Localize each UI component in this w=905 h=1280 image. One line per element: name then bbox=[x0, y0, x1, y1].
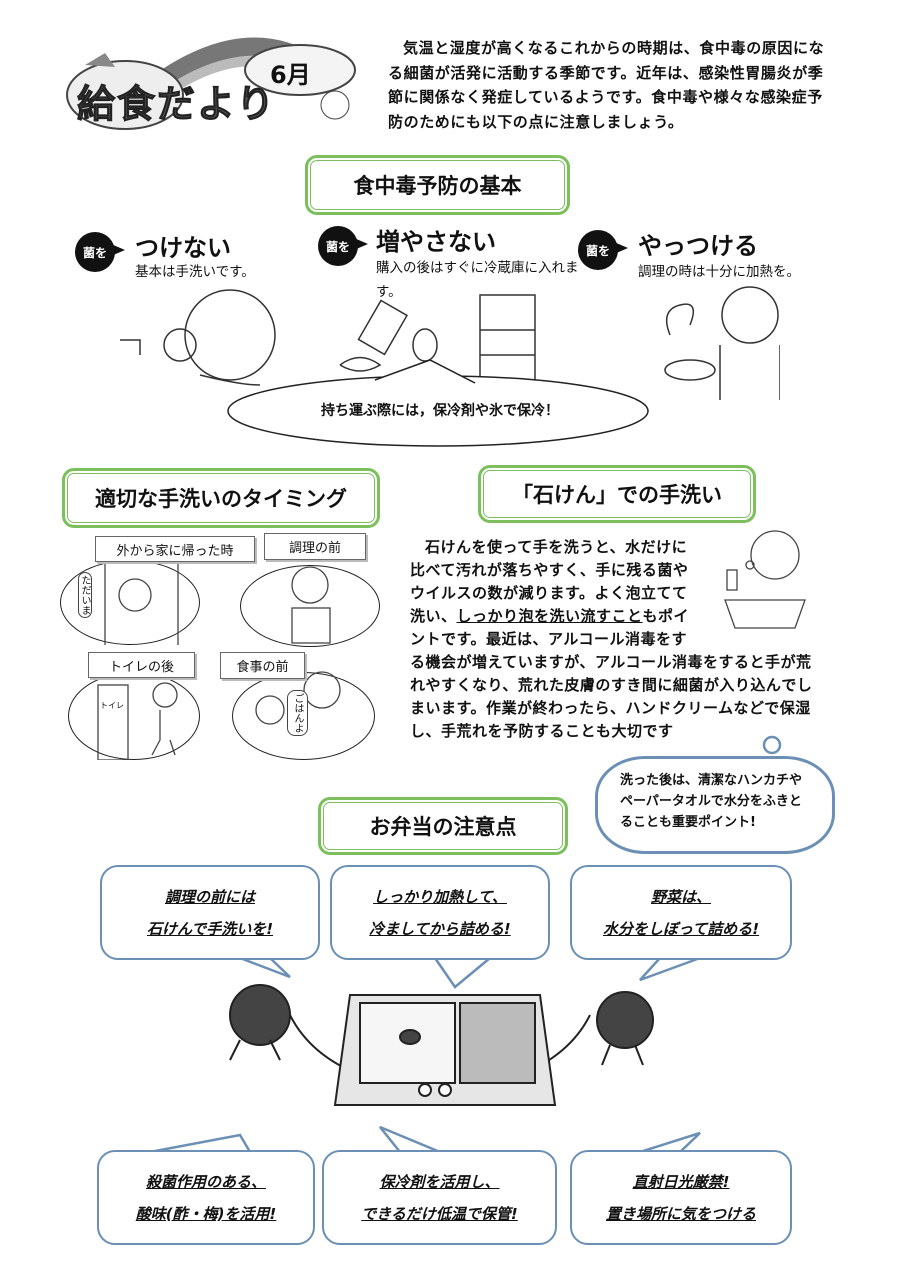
badge: 菌を bbox=[75, 232, 125, 272]
cooking-boy-illustration bbox=[664, 286, 780, 400]
section-title-timing: 適切な手洗いのタイミング bbox=[62, 468, 380, 528]
balloon-text: 持ち運ぶ際には，保冷剤や氷で保冷！ bbox=[321, 403, 559, 419]
timing-illustrations bbox=[97, 560, 341, 760]
logo-title: 給食だより bbox=[76, 82, 277, 127]
speech-tadaima: ただいま bbox=[78, 572, 92, 618]
section-title-basics: 食中毒予防の基本 bbox=[305, 155, 570, 215]
door-sign: トイレ bbox=[100, 701, 124, 710]
heading-kill: やっつける bbox=[638, 232, 758, 260]
newsletter-logo: 給食だより 6月 bbox=[65, 25, 375, 135]
text-kill: 調理の時は十分に加熱を。 bbox=[638, 264, 800, 280]
logo-month: 6月 bbox=[270, 61, 311, 89]
rainbow-cloud-illustration bbox=[66, 37, 356, 130]
speech-gohanyo: ごはんよ bbox=[287, 690, 308, 736]
badge: 菌を bbox=[578, 230, 628, 270]
basics-illustrations bbox=[120, 286, 780, 400]
label-before-cooking: 調理の前 bbox=[264, 533, 366, 560]
tip-bubble-acidity: 殺菌作用のある、酸味(酢・梅)を活用! bbox=[97, 1150, 315, 1245]
text-dont-multiply: 購入の後はすぐに冷蔵庫に入れます。 bbox=[376, 260, 579, 300]
tip-bubble-cooling: 保冷剤を活用し、できるだけ低温で保管! bbox=[322, 1150, 557, 1245]
scene-before-cooking bbox=[240, 565, 380, 647]
soap-body-text: 石けんを使って手を洗うと、水だけに 比べて汚れが落ちやすく、手に残る菌や ウイル… bbox=[410, 538, 813, 740]
label-before-meal: 食事の前 bbox=[220, 652, 305, 679]
tip-bubble-heat: しっかり加熱して、冷ましてから詰める! bbox=[330, 865, 550, 960]
scene-after-toilet bbox=[68, 672, 200, 760]
handwashing-girl-illustration bbox=[120, 289, 276, 386]
tip-bubble-sunlight: 直射日光厳禁!置き場所に気をつける bbox=[570, 1150, 792, 1245]
heading-dont-attach: つけない bbox=[135, 234, 231, 262]
label-after-toilet: トイレの後 bbox=[88, 652, 195, 678]
intro-text: 気温と湿度が高くなるこれからの時期は、食中毒の原因になる細菌が活発に活動する季節… bbox=[388, 39, 825, 131]
badge: 菌を bbox=[318, 226, 368, 266]
tip-bubble-vegetables: 野菜は、水分をしぼって詰める! bbox=[570, 865, 792, 960]
heading-dont-multiply: 増やさない bbox=[376, 228, 496, 256]
section-title-soap: 「石けん」での手洗い bbox=[478, 465, 756, 523]
droplet-face-icon bbox=[762, 735, 782, 755]
underlined-emphasis: しっかり泡を洗い流すこと bbox=[456, 607, 643, 625]
text-dont-attach: 基本は手洗いです。 bbox=[135, 264, 255, 280]
girl-washing-hands-illustration bbox=[724, 530, 806, 629]
tip-cloud: 洗った後は、清潔なハンカチや ペーパータオルで水分をふきと ることも重要ポイント… bbox=[595, 756, 835, 854]
speech-balloon bbox=[227, 359, 649, 447]
bento-box-illustration bbox=[229, 984, 654, 1106]
label-coming-home: 外から家に帰った時 bbox=[95, 536, 255, 562]
bubble-tails bbox=[149, 956, 701, 1154]
section-title-bento: お弁当の注意点 bbox=[318, 797, 568, 855]
tip-bubble-handwash: 調理の前には石けんで手洗いを! bbox=[100, 865, 320, 960]
